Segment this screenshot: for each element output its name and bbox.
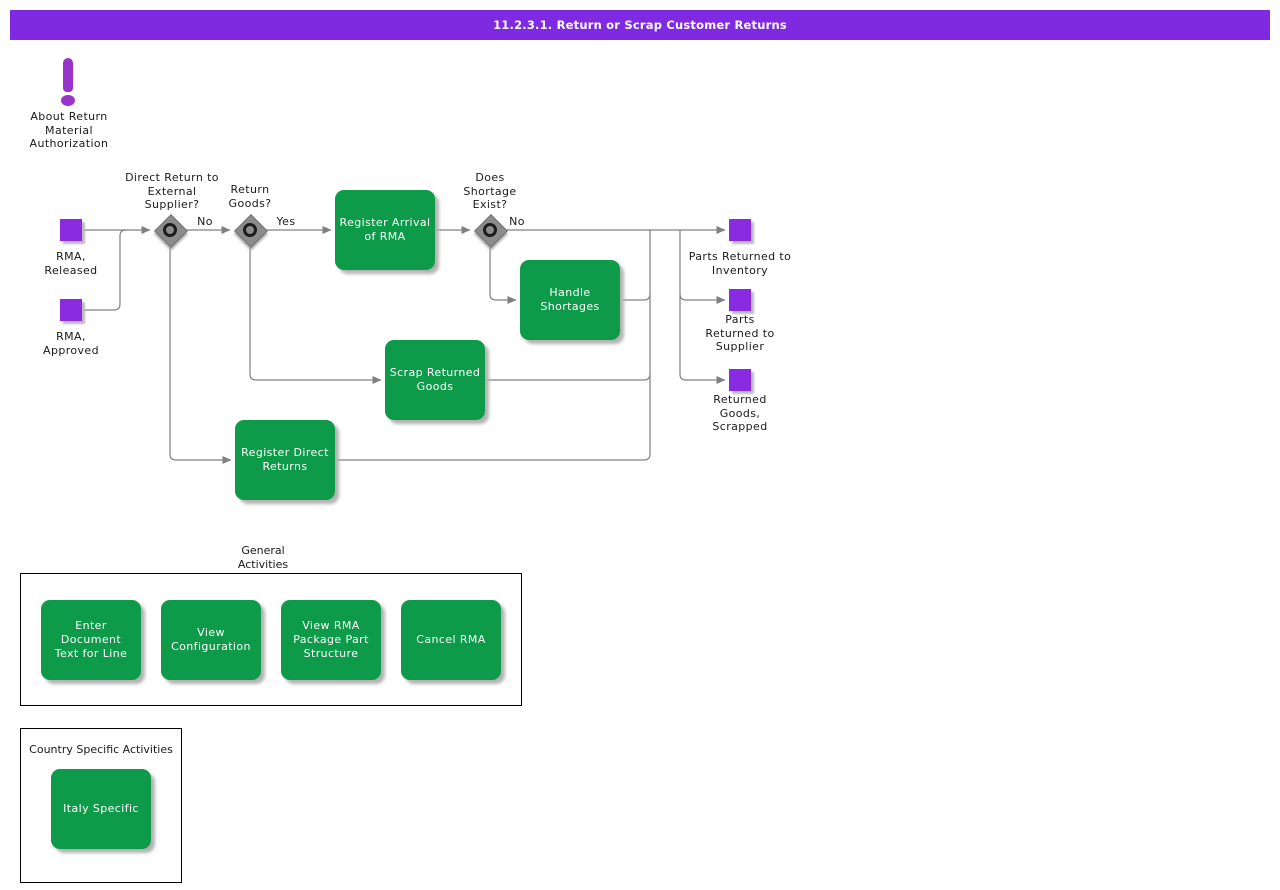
exclamation-icon-dot[interactable] bbox=[61, 95, 75, 106]
end-event-returned-goods-scrapped bbox=[729, 369, 751, 391]
activity-view-rma-package-part-structure[interactable]: View RMA Package Part Structure bbox=[281, 600, 381, 680]
activity-view-configuration[interactable]: View Configuration bbox=[161, 600, 261, 680]
activity-cancel-rma[interactable]: Cancel RMA bbox=[401, 600, 501, 680]
decision-label-shortage: Does Shortage Exist? bbox=[463, 171, 517, 211]
page-title: 11.2.3.1. Return or Scrap Customer Retur… bbox=[493, 18, 787, 32]
edge-label-yes: Yes bbox=[276, 215, 296, 228]
country-specific-label: Country Specific Activities bbox=[29, 743, 173, 756]
country-specific-frame: Country Specific Activities Italy Specif… bbox=[20, 728, 182, 883]
general-activities-frame: Enter Document Text for Line View Config… bbox=[20, 573, 522, 706]
title-bar: 11.2.3.1. Return or Scrap Customer Retur… bbox=[10, 10, 1270, 40]
gateway-circle-icon bbox=[163, 223, 177, 237]
activity-scrap-returned-goods[interactable]: Scrap Returned Goods bbox=[385, 340, 485, 420]
end-event-parts-returned-inventory bbox=[729, 219, 751, 241]
end-event-parts-returned-supplier bbox=[729, 289, 751, 311]
edge-label-no-2: No bbox=[509, 215, 525, 228]
start-event-label: RMA, Approved bbox=[43, 330, 99, 357]
start-event-rma-approved bbox=[60, 299, 82, 321]
gateway-shortage bbox=[474, 214, 508, 248]
end-event-label: Parts Returned to Inventory bbox=[688, 250, 792, 277]
exclamation-icon[interactable] bbox=[63, 58, 73, 92]
edge-label-no-1: No bbox=[197, 215, 213, 228]
end-event-label: Parts Returned to Supplier bbox=[705, 313, 775, 353]
start-event-label: RMA, Released bbox=[44, 250, 98, 277]
about-label[interactable]: About Return Material Authorization bbox=[29, 110, 109, 150]
decision-label-direct-return: Direct Return to External Supplier? bbox=[125, 171, 219, 211]
decision-label-return-goods: Return Goods? bbox=[228, 183, 272, 210]
gateway-direct-return bbox=[154, 214, 188, 248]
activity-register-direct-returns[interactable]: Register Direct Returns bbox=[235, 420, 335, 500]
activity-handle-shortages[interactable]: Handle Shortages bbox=[520, 260, 620, 340]
gateway-circle-icon bbox=[243, 223, 257, 237]
activity-italy-specific[interactable]: Italy Specific bbox=[51, 769, 151, 849]
gateway-return-goods bbox=[234, 214, 268, 248]
gateway-circle-icon bbox=[483, 223, 497, 237]
activity-register-arrival-of-rma[interactable]: Register Arrival of RMA bbox=[335, 190, 435, 270]
activity-enter-document-text-for-line[interactable]: Enter Document Text for Line bbox=[41, 600, 141, 680]
general-activities-label: General Activities bbox=[237, 544, 289, 571]
end-event-label: Returned Goods, Scrapped bbox=[712, 393, 768, 433]
start-event-rma-released bbox=[60, 219, 82, 241]
